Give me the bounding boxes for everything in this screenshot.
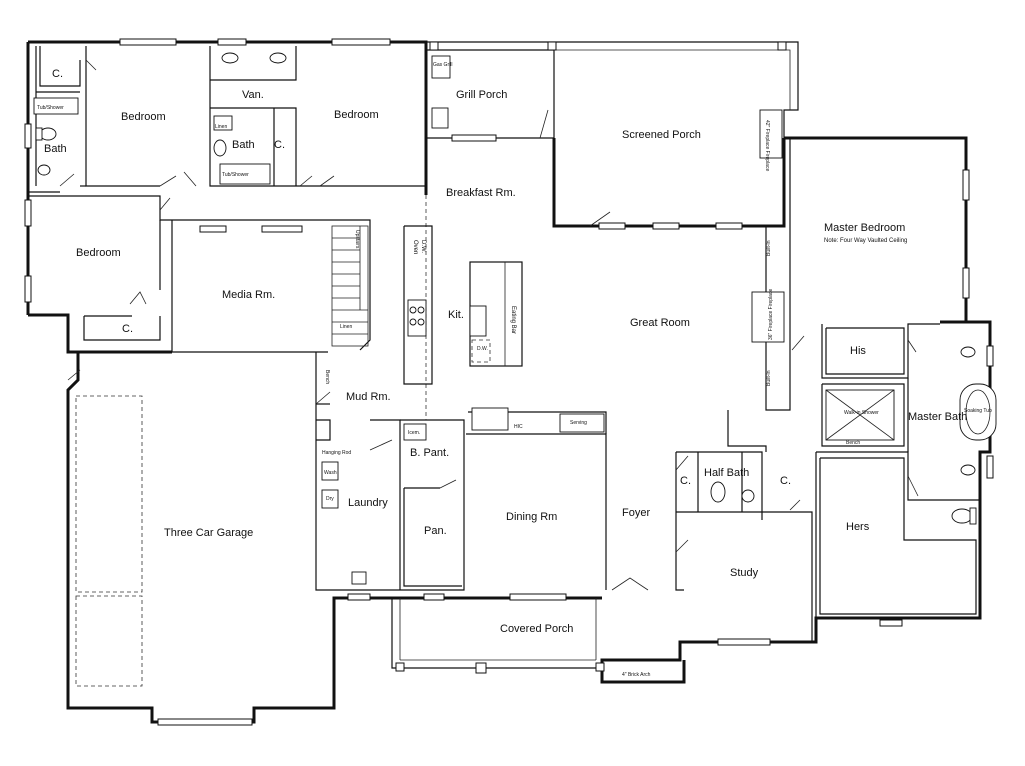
staircase <box>331 225 369 347</box>
label-mud-room: Mud Rm. <box>346 391 391 403</box>
label-media-room: Media Rm. <box>222 289 275 301</box>
label-gas-grill: Gas Grill <box>433 62 452 68</box>
label-tub-shower-left: Tub/Shower <box>37 105 64 111</box>
label-linen-upper: Linen <box>215 124 227 130</box>
label-bedroom-1: Bedroom <box>121 111 166 123</box>
label-laundry: Laundry <box>348 497 388 509</box>
label-soaking-tub: Soaking Tub <box>964 408 992 414</box>
label-hers: Hers <box>846 521 870 533</box>
label-hanging-rod: Hanging Rod <box>322 450 351 456</box>
doors <box>59 59 919 591</box>
label-master-bath: Master Bath <box>908 411 967 423</box>
label-kitchen: Kit. <box>448 309 464 321</box>
label-built-in-upper: Built-In <box>766 240 772 256</box>
label-bench-shower: Bench <box>846 440 860 446</box>
label-dryer: Dry <box>326 496 334 502</box>
label-master-note: Note: Four Way Vaulted Ceiling <box>824 238 907 244</box>
label-wash: Wash <box>324 470 337 476</box>
label-closet-media: C. <box>122 323 133 335</box>
label-oven: Oven <box>412 240 418 254</box>
label-closet-bath: C. <box>274 139 285 151</box>
label-great-room: Great Room <box>630 317 690 329</box>
label-his: His <box>850 345 866 357</box>
label-three-car-garage: Three Car Garage <box>164 527 253 539</box>
label-bedroom-2: Bedroom <box>334 109 379 121</box>
label-grill-porch: Grill Porch <box>456 89 507 101</box>
label-linen-stair: Linen <box>340 324 352 330</box>
label-tub-shower-center: Tub/Shower <box>222 172 249 178</box>
room-labels: C. Tub/Shower Bath Bedroom Van. Linen Ba… <box>37 62 992 678</box>
label-serving: Serving <box>570 420 587 426</box>
fixtures <box>33 52 997 585</box>
label-icemaker: Icem. <box>408 430 420 436</box>
label-pantry: Pan. <box>424 525 447 537</box>
label-eating-bar: Eating Bar <box>510 306 516 334</box>
label-brick-arch: 4" Brick Arch <box>622 672 651 678</box>
label-built-in-lower: Built-In <box>766 370 772 386</box>
label-vanity: Van. <box>242 89 264 101</box>
label-closet-top-left: C. <box>52 68 63 80</box>
label-bath-left: Bath <box>44 143 67 155</box>
label-dining-room: Dining Rm <box>506 511 557 523</box>
label-breakfast-room: Breakfast Rm. <box>446 187 516 199</box>
exterior-walls <box>26 40 992 724</box>
label-walkin-shower: Walk-in Shower <box>844 410 879 416</box>
label-hic: HIC <box>514 424 523 430</box>
label-study: Study <box>730 567 759 579</box>
label-master-bedroom: Master Bedroom <box>824 222 905 234</box>
label-foyer: Foyer <box>622 507 650 519</box>
label-fireplace-porch: 42" Fireplace Fireplace <box>764 120 770 171</box>
label-bench-mud: Bench <box>324 370 330 384</box>
label-bedroom-3: Bedroom <box>76 247 121 259</box>
label-dw-island: D.W. <box>477 346 488 352</box>
label-upstairs: Upstairs <box>354 230 360 249</box>
label-covered-porch: Covered Porch <box>500 623 573 635</box>
label-closet-foyer: C. <box>680 475 691 487</box>
label-bath-center: Bath <box>232 139 255 151</box>
label-closet-half: C. <box>780 475 791 487</box>
label-fireplace-great: 36" Fireplace Fireplace <box>768 289 774 340</box>
label-dw: D.W. <box>420 240 426 253</box>
label-half-bath: Half Bath <box>704 467 749 479</box>
label-butler-pantry: B. Pant. <box>410 447 449 459</box>
windows <box>24 38 994 726</box>
label-screened-porch: Screened Porch <box>622 129 701 141</box>
